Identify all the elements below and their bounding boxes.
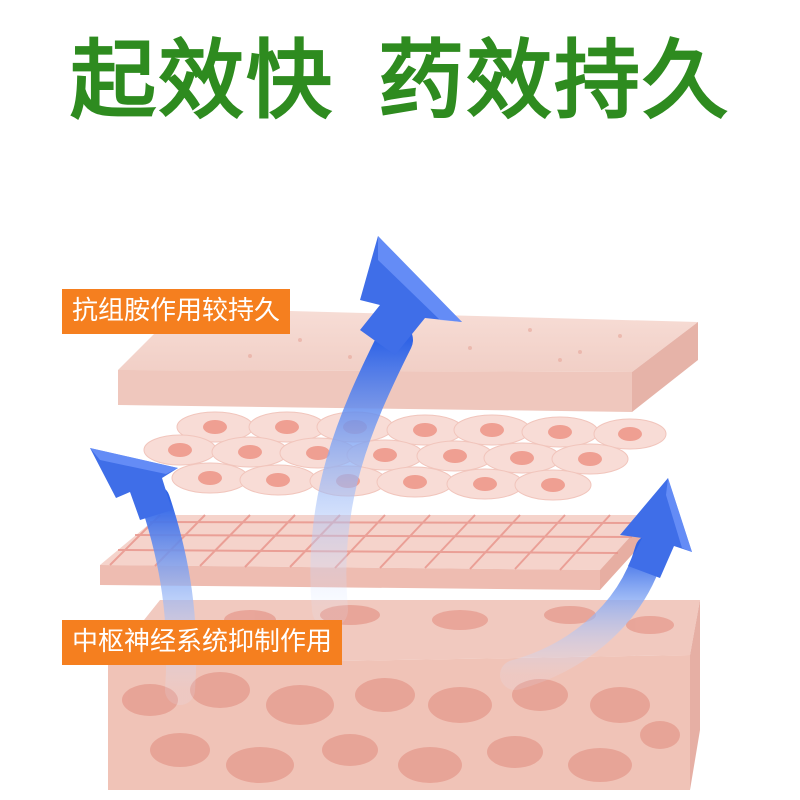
tissue-block [108,600,700,790]
cell-layer [143,411,667,501]
arrow-left-icon [90,448,197,705]
label-cns-inhibition: 中枢神经系统抑制作用 [62,620,343,665]
grid-layer [100,514,650,590]
headline-part-2: 药效持久 [378,31,730,131]
arrow-center-icon [310,236,462,628]
arrow-right-icon [500,478,692,690]
headline: 起效快药效持久 [0,38,800,124]
headline-part-1: 起效快 [70,31,334,131]
label-antihistamine: 抗组胺作用较持久 [62,289,291,334]
